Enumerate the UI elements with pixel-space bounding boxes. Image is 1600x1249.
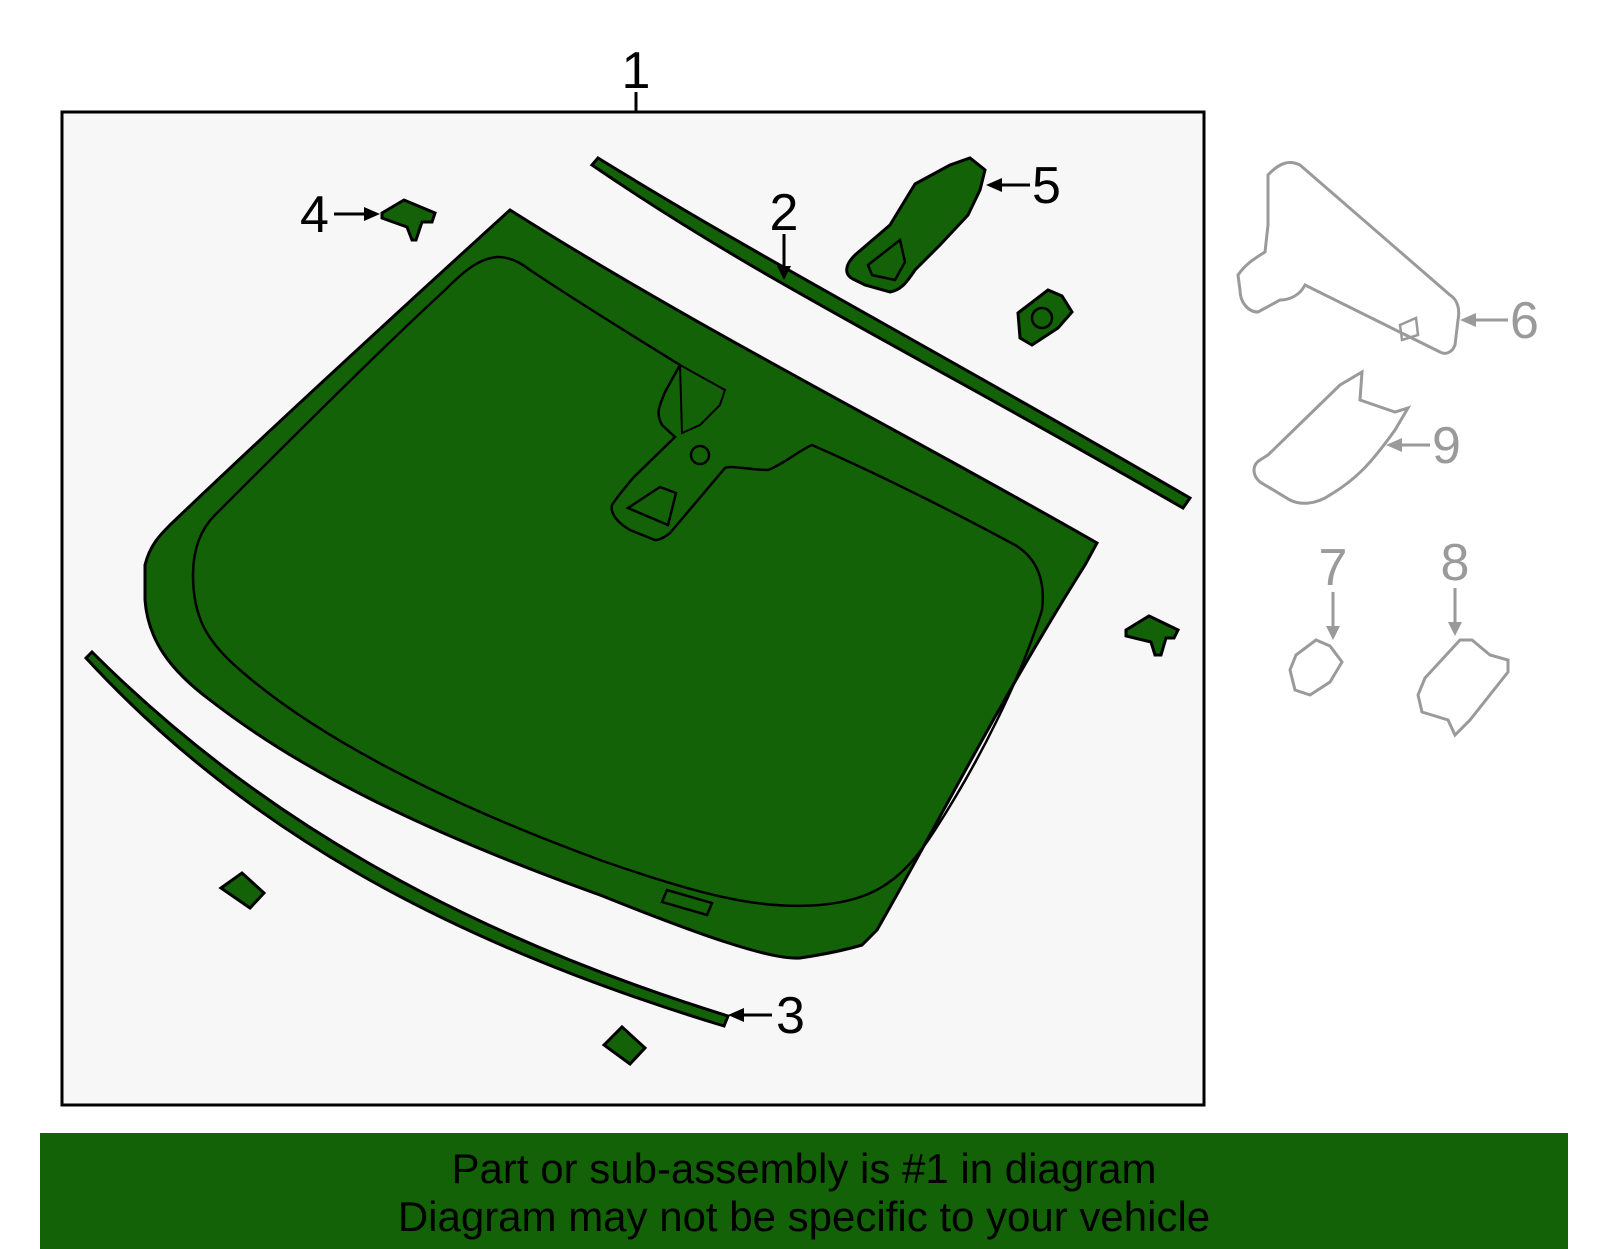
upper-molding[interactable]: [589, 156, 1193, 510]
windshield-frit-line: [191, 255, 1044, 908]
windshield-glass[interactable]: [143, 208, 1100, 960]
callout-4-label: 4: [300, 186, 329, 244]
callout-5-arrowhead: [986, 178, 1002, 192]
lower-molding[interactable]: [83, 649, 730, 1028]
callout-9-label: 9: [1432, 417, 1461, 475]
support-clip-upper-left[interactable]: [380, 198, 437, 242]
callout-8-arrowhead: [1448, 622, 1462, 636]
sensor-window: [625, 485, 678, 527]
mirror-button: [1398, 316, 1420, 342]
rear-view-mirror[interactable]: [1236, 161, 1461, 355]
callout-7-arrowhead: [1326, 626, 1340, 640]
sensor-lens: [1030, 306, 1054, 330]
rain-sensor-circle: [689, 444, 711, 466]
rain-sensor-module[interactable]: [1016, 288, 1074, 347]
callout-2-label: 2: [770, 184, 799, 242]
pad-lower-center[interactable]: [601, 1024, 648, 1066]
callout-4-arrowhead: [364, 207, 380, 221]
callout-3-arrowhead: [728, 1008, 744, 1022]
callout-7-label: 7: [1319, 539, 1348, 597]
mirror-retainer-clip[interactable]: [1288, 638, 1344, 697]
info-banner: Part or sub-assembly is #1 in diagram Di…: [40, 1133, 1568, 1249]
banner-line-2: Diagram may not be specific to your vehi…: [397, 1193, 1211, 1240]
pad-lower-left[interactable]: [218, 871, 267, 910]
callout-8-label: 8: [1441, 534, 1470, 592]
bracket-inner-window: [866, 237, 907, 282]
mirror-mount-bracket[interactable]: [845, 156, 987, 294]
mirror-mount-cutout: [678, 363, 727, 435]
callout-1-label: 1: [622, 42, 651, 100]
mirror-cover[interactable]: [1252, 369, 1412, 505]
callout-5-label: 5: [1032, 157, 1061, 215]
windshield-vin-window: [660, 888, 714, 917]
callout-2-arrowhead: [777, 266, 791, 280]
callout-3-label: 3: [776, 987, 805, 1045]
banner-line-1: Part or sub-assembly is #1 in diagram: [451, 1145, 1157, 1192]
callout-6-label: 6: [1510, 292, 1539, 350]
support-clip-right[interactable]: [1124, 614, 1181, 657]
sensor-bracket[interactable]: [1416, 638, 1510, 738]
callout-6-arrowhead: [1460, 313, 1476, 327]
callout-9-arrowhead: [1386, 438, 1402, 452]
